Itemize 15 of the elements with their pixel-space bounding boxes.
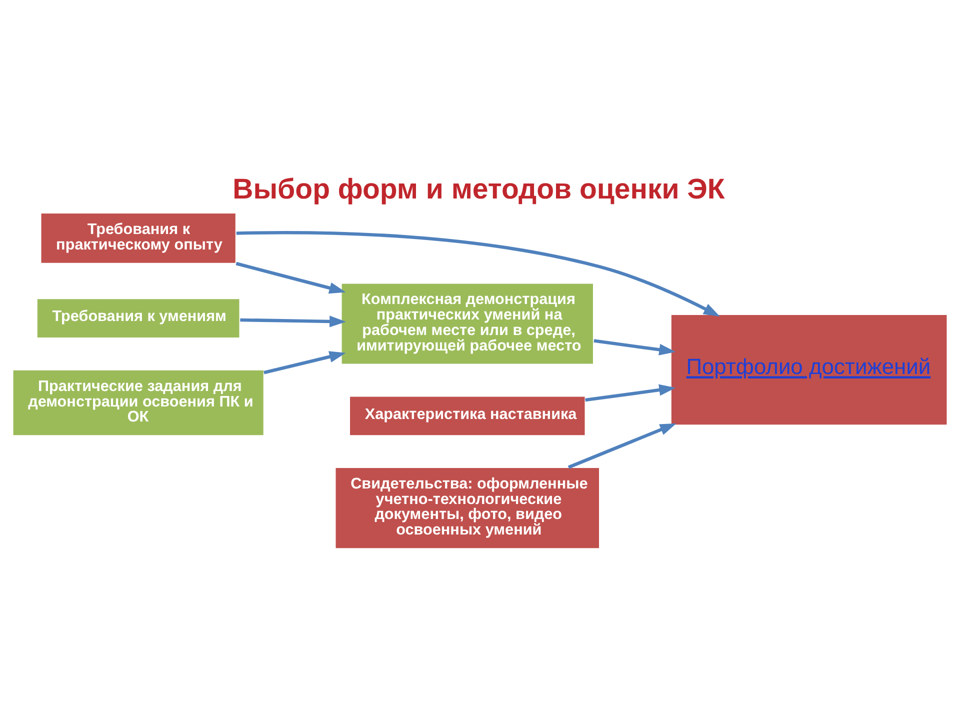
node-box: Требования к умениям [36,297,240,338]
node-box: Комплексная демонстрация практических умений на рабочем месте или в среде, имитирующей рабочее место [340,282,594,364]
node-box: Портфолио достижений [670,313,948,426]
diagram-title: Выбор форм и методов оценки ЭК [232,172,725,205]
arrow [568,422,676,468]
arrow [240,315,346,327]
node-box: Практические задания для демонстрации освоения ПК и ОК [12,368,264,436]
node-box: Требования к практическому опыту [40,212,236,264]
arrow [594,338,676,355]
node-box: Свидетельства: оформленные учетно-технологические документы, фото, видео освоенных умений [334,466,600,549]
arrow [236,230,720,316]
arrow [264,350,346,374]
node-box: Характеристика наставника [348,395,586,436]
arrow [585,384,676,402]
arrow [236,261,346,294]
